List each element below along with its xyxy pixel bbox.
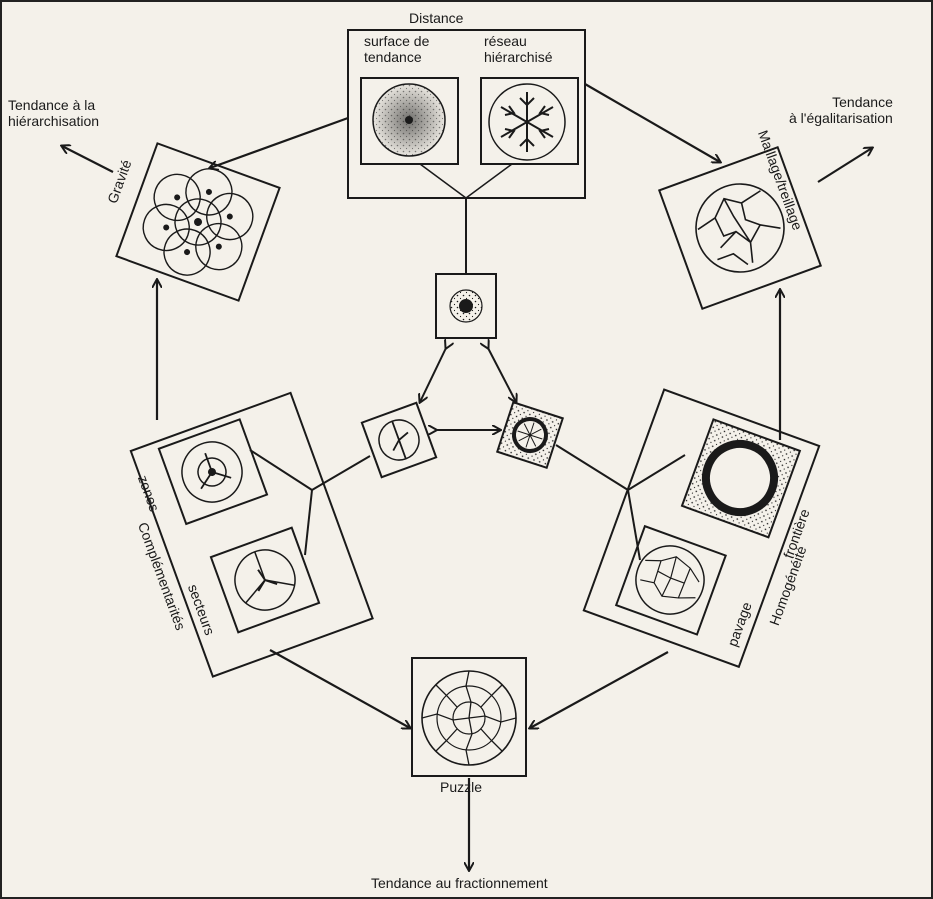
center-top-box [435, 273, 497, 339]
connector-lines [249, 444, 686, 561]
surface-de-tendance-panel [360, 77, 459, 165]
puzzle-box [411, 657, 527, 777]
puzzle-label: Puzzle [440, 779, 483, 795]
gravite-box [115, 142, 281, 302]
complementarites-box [129, 391, 374, 678]
tendance-fractionnement-label: Tendance au fractionnement [371, 875, 548, 891]
surface-de-tendance-label: surface de tendance [364, 33, 430, 65]
pavage-panel [614, 524, 727, 636]
flow-arrows [62, 83, 872, 870]
tendance-egalitarisation-label: Tendance à l'égalitarisation [789, 94, 893, 126]
maillage-box [657, 145, 823, 311]
center-triangle-arrows [420, 348, 516, 430]
frontiere-panel [680, 418, 802, 539]
reseau-hierarchise-label: réseau hiérarchisé [484, 33, 553, 65]
reseau-hierarchise-panel [480, 77, 579, 165]
center-left-box [360, 401, 438, 479]
distance-label: Distance [409, 10, 464, 26]
distance-box [347, 29, 586, 199]
homogeneite-box [582, 388, 821, 669]
secteurs-panel [209, 526, 321, 634]
zones-panel [157, 418, 269, 526]
center-right-box [495, 400, 565, 470]
tendance-hierarchisation-label: Tendance à la hiérarchisation [8, 97, 100, 129]
